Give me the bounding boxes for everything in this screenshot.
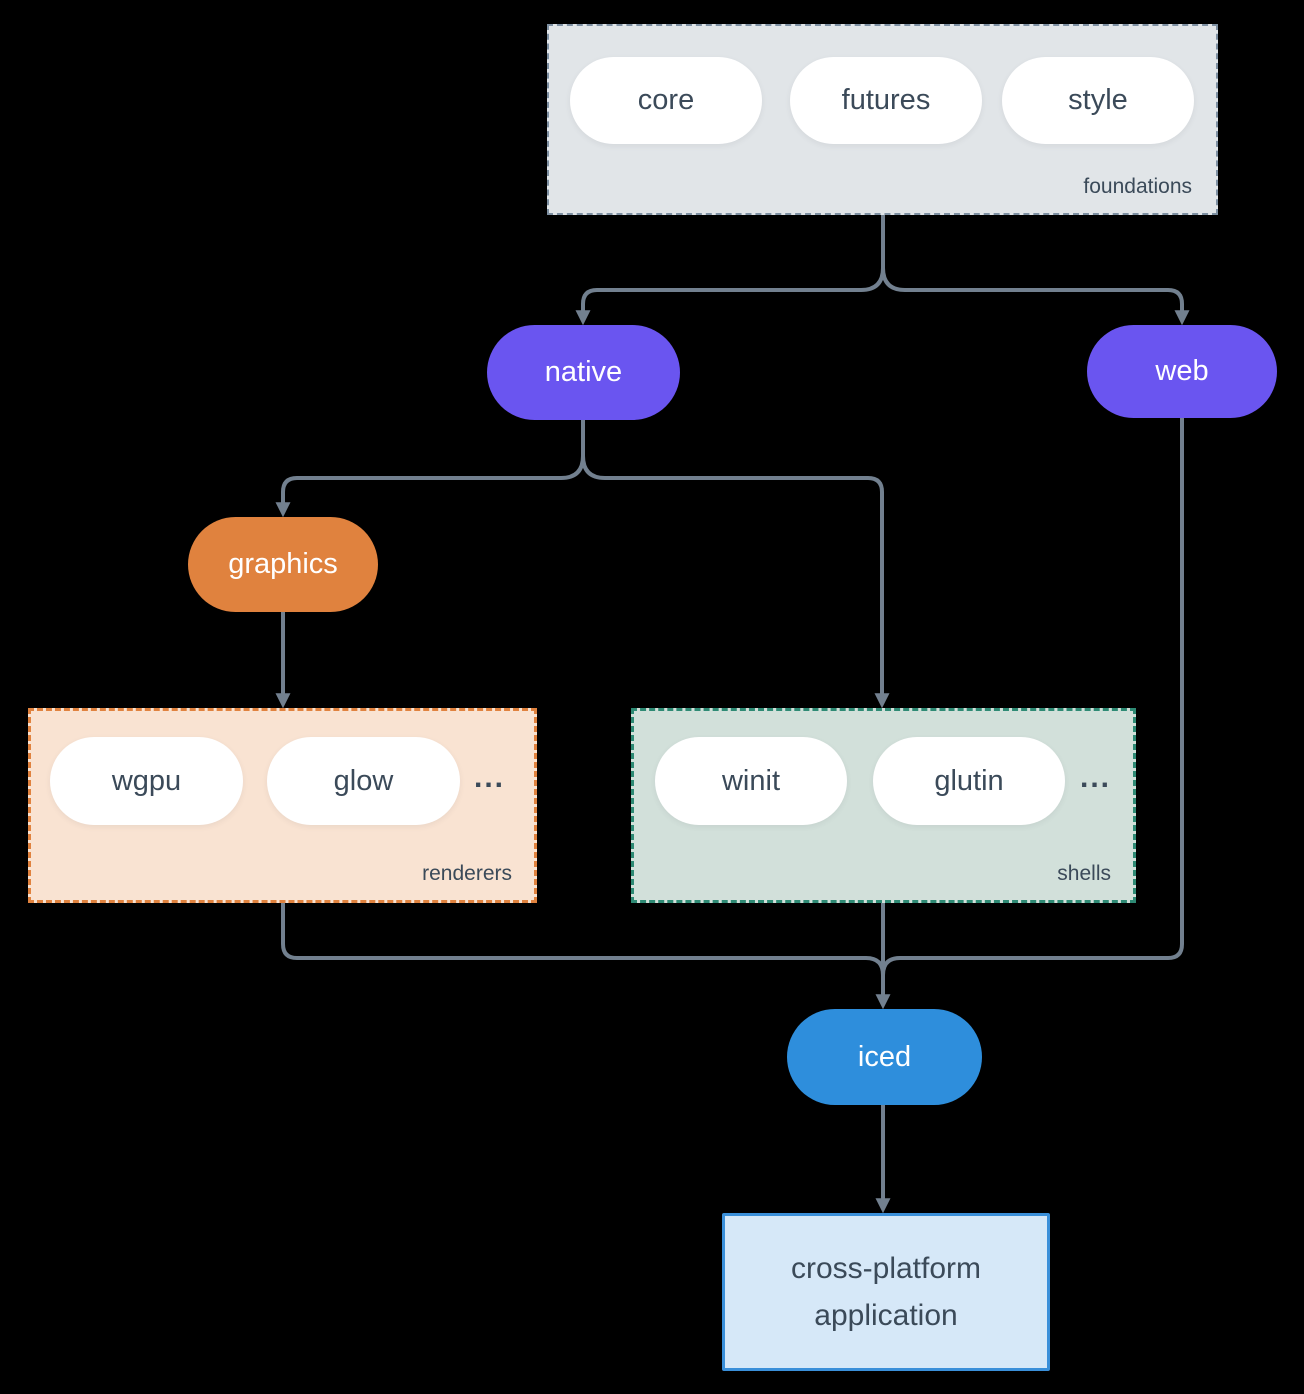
node-web-label: web xyxy=(1155,355,1209,387)
renderers-ellipsis: ... xyxy=(474,761,506,794)
application-label-line1: cross-platform xyxy=(790,1252,982,1285)
pill-wgpu-label: wgpu xyxy=(111,764,182,797)
node-graphics-label: graphics xyxy=(228,548,338,580)
pill-futures: futures xyxy=(790,57,982,144)
application-label-line2: application xyxy=(814,1299,958,1332)
pill-glutin-label: glutin xyxy=(934,764,1004,797)
pill-glow-label: glow xyxy=(333,764,394,797)
pill-winit-label: winit xyxy=(721,764,780,797)
node-graphics: graphics xyxy=(188,517,378,612)
pill-style: style xyxy=(1002,57,1194,144)
edge-foundations-web xyxy=(881,213,1190,326)
application-box: cross-platform application xyxy=(722,1213,1050,1371)
node-native: native xyxy=(487,325,680,420)
node-iced-label: iced xyxy=(857,1040,912,1073)
foundations-label: foundations xyxy=(1083,175,1192,198)
shells-label: shells xyxy=(1057,862,1111,885)
pill-futures-label: futures xyxy=(841,84,931,116)
node-iced: iced xyxy=(787,1009,982,1105)
pill-core: core xyxy=(570,57,762,144)
edge-foundations-native xyxy=(575,213,885,326)
node-web: web xyxy=(1087,325,1277,418)
pill-core-label: core xyxy=(637,84,695,116)
edge-native-shells xyxy=(581,418,890,709)
pill-glow: glow xyxy=(267,737,460,825)
pill-wgpu: wgpu xyxy=(50,737,243,825)
renderers-group: wgpu glow ... renderers xyxy=(28,708,537,903)
shells-ellipsis: ... xyxy=(1080,761,1112,794)
shells-group: winit glutin ... shells xyxy=(631,708,1136,903)
pill-glutin: glutin xyxy=(873,737,1065,825)
edge-renderers-merge xyxy=(281,901,885,977)
edge-native-graphics xyxy=(275,418,585,518)
node-native-label: native xyxy=(544,356,623,388)
foundations-group: core futures style foundations xyxy=(547,24,1218,215)
renderers-label: renderers xyxy=(422,862,512,885)
pill-winit: winit xyxy=(655,737,847,825)
pill-style-label: style xyxy=(1068,84,1128,116)
